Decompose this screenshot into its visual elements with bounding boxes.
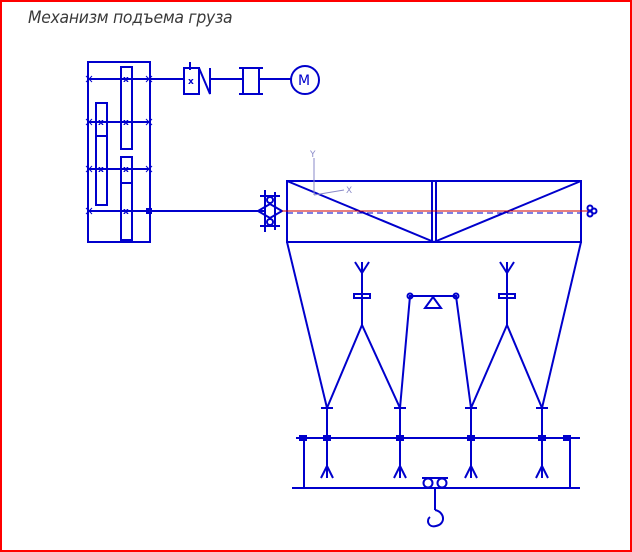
brake-shoe <box>198 67 211 95</box>
gear-mark: x <box>123 207 129 217</box>
gear-mark: x <box>123 165 129 175</box>
gear-mark: x <box>98 118 104 128</box>
gear-2 <box>95 102 108 206</box>
hook-icon <box>427 509 444 528</box>
motor <box>290 65 320 95</box>
drawing-title: Механизм подъема груза <box>28 8 233 28</box>
upper-pulley-right <box>498 293 516 299</box>
upper-pulley-left <box>353 293 371 299</box>
drum <box>282 180 598 243</box>
brake-mark: x <box>188 77 194 87</box>
drive-chain: x M <box>183 62 320 95</box>
axis-y-label: Y <box>309 150 316 160</box>
bearing-output <box>146 208 152 214</box>
gear-3 <box>120 156 133 241</box>
hook-block <box>292 407 580 528</box>
hook-pin-left <box>422 477 434 489</box>
gearbox-housing <box>87 61 151 243</box>
gear-mark: x <box>123 118 129 128</box>
drum-coupling <box>257 190 284 232</box>
coordinate-axes: Y X <box>309 150 352 196</box>
gearbox: x x x x x x <box>85 61 265 243</box>
gear-1 <box>120 66 133 150</box>
equalizer-support <box>423 295 443 309</box>
brake-pulley <box>183 67 200 95</box>
motor-label: M <box>298 73 310 89</box>
ropes <box>286 241 582 409</box>
hook-pin-right <box>436 477 448 489</box>
gear-mark: x <box>98 165 104 175</box>
gear-mark: x <box>123 75 129 85</box>
axis-x-label: X <box>346 186 352 196</box>
